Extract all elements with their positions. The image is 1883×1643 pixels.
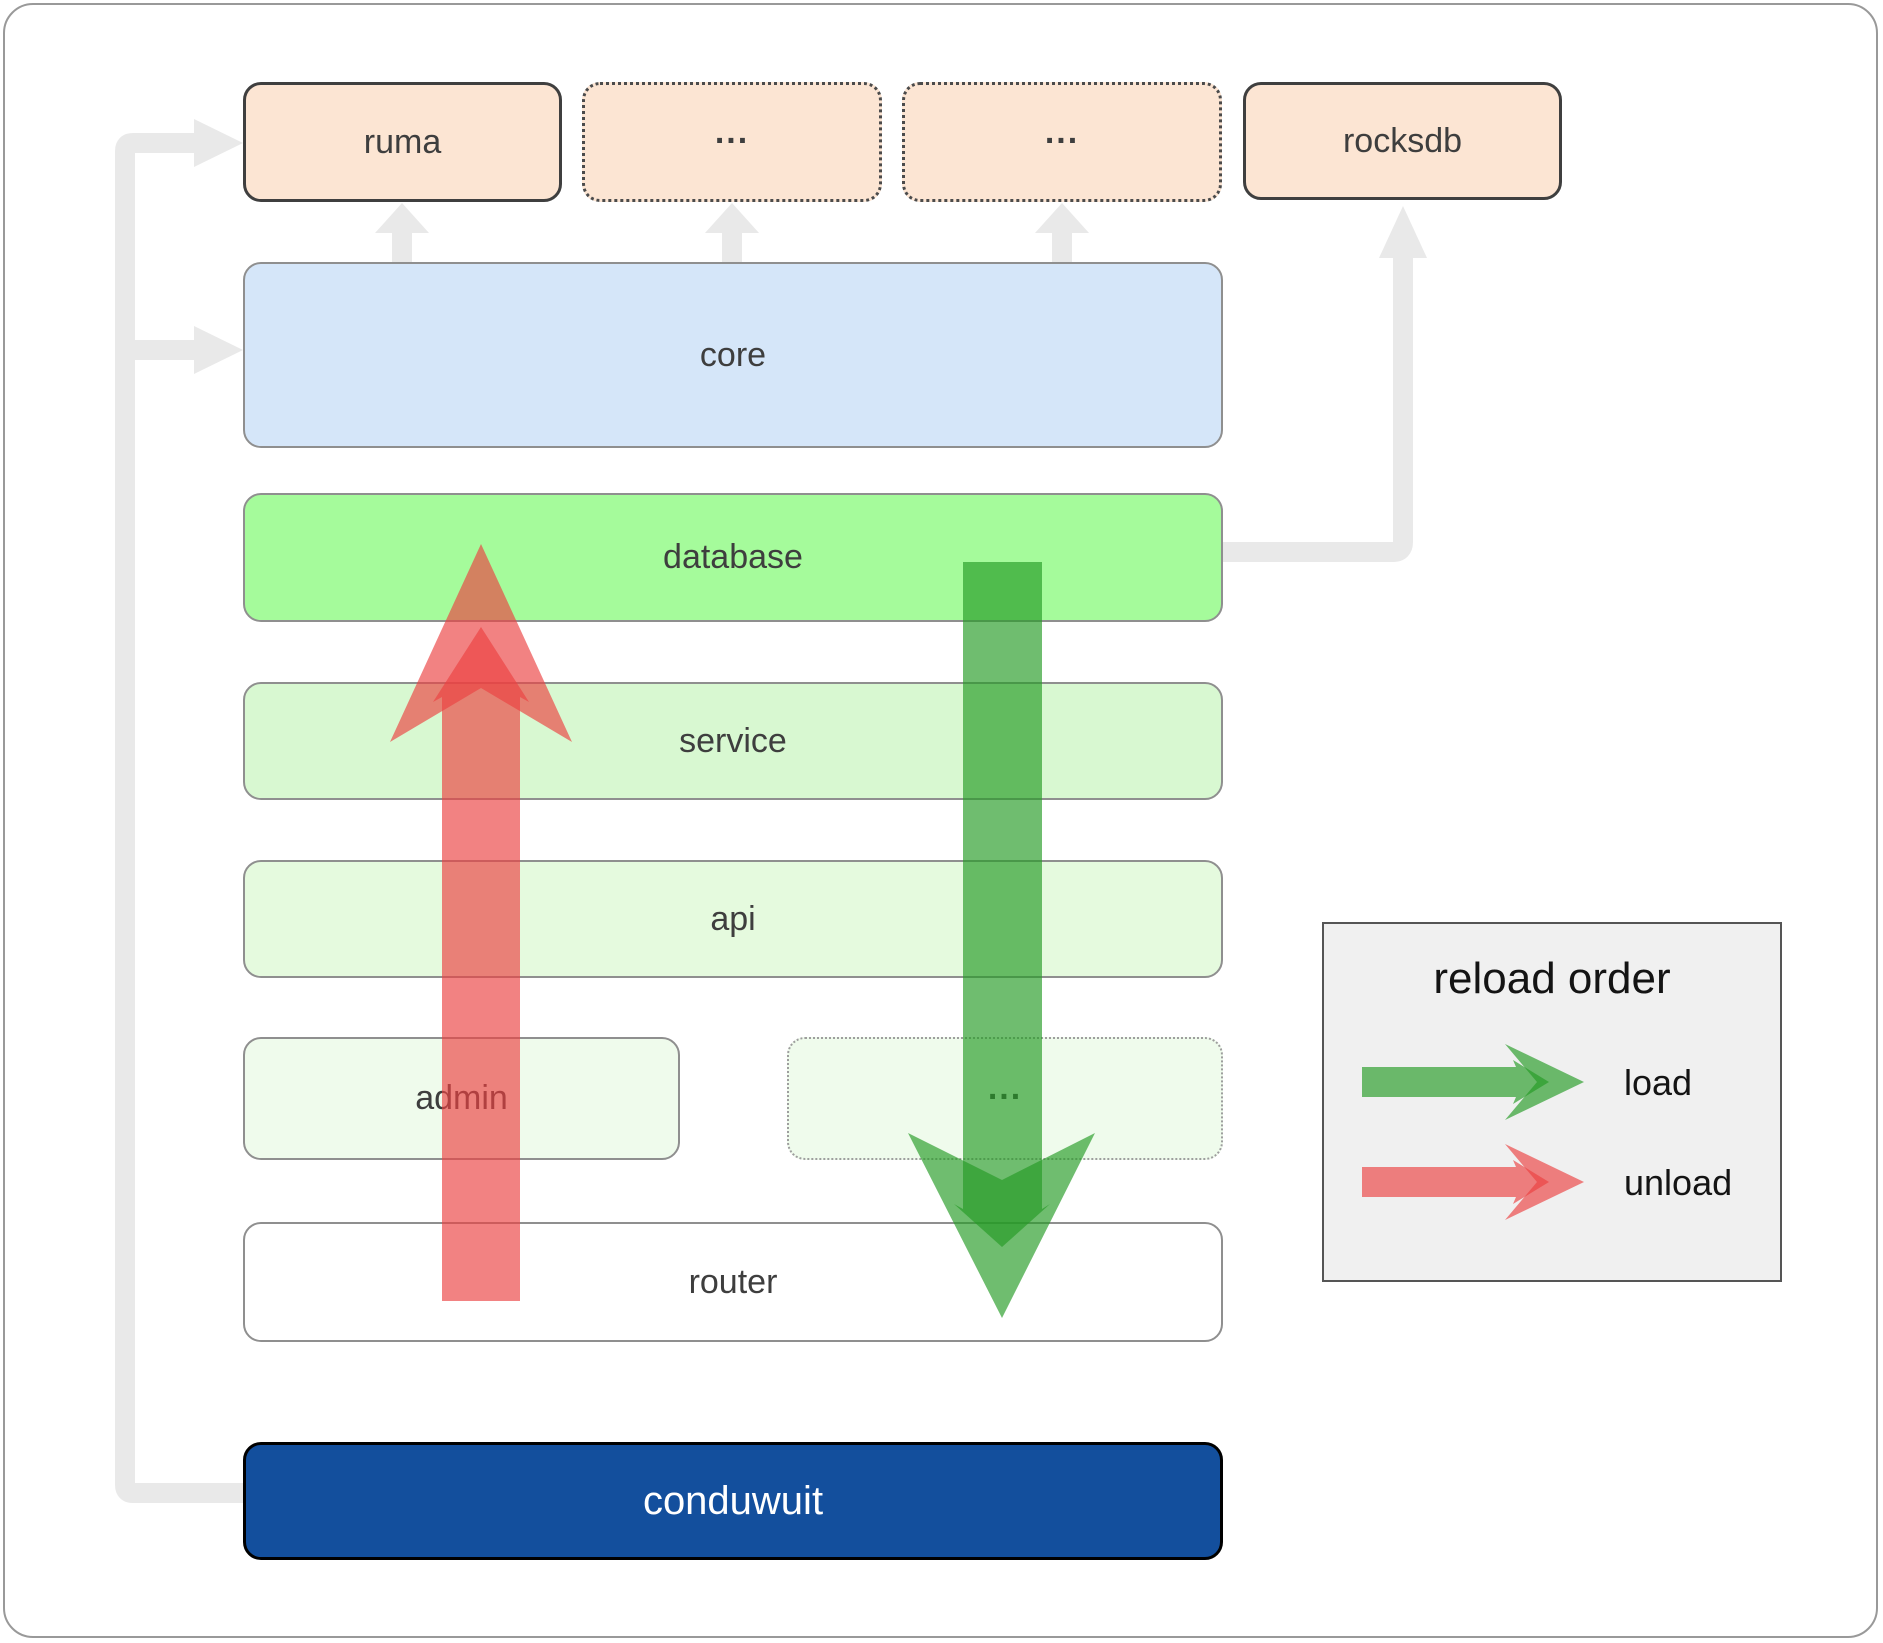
box-api: api xyxy=(243,860,1223,978)
legend-load-label: load xyxy=(1624,1062,1693,1103)
box-core-label: core xyxy=(699,335,767,374)
box-admin: admin xyxy=(243,1037,680,1160)
box-service: service xyxy=(243,682,1223,800)
box-database-label: database xyxy=(663,538,803,576)
box-ruma-label: ruma xyxy=(363,122,442,161)
legend-unload-label: unload xyxy=(1624,1162,1733,1203)
box-admin-label: admin xyxy=(415,1079,508,1117)
box-service-label: service xyxy=(679,721,787,760)
box-router-label: router xyxy=(688,1262,778,1301)
box-ellipsis-top-1: ... xyxy=(582,82,882,202)
box-router: router xyxy=(243,1222,1223,1342)
box-ruma: ruma xyxy=(243,82,562,202)
box-ellipsis-top-2-label: ... xyxy=(1044,112,1080,151)
legend-title: reload order xyxy=(1433,954,1671,1003)
box-ellipsis-top-2: ... xyxy=(902,82,1222,202)
legend: reload order load unload xyxy=(1322,922,1782,1282)
box-ellipsis-bottom: ... xyxy=(787,1037,1223,1160)
box-conduwuit: conduwuit xyxy=(243,1442,1223,1560)
box-core: core xyxy=(243,262,1223,448)
box-api-label: api xyxy=(710,899,756,938)
outer-frame xyxy=(3,3,1878,1638)
box-rocksdb-label: rocksdb xyxy=(1342,121,1463,160)
box-conduwuit-label: conduwuit xyxy=(642,1478,824,1523)
box-ellipsis-bottom-label: ... xyxy=(987,1068,1023,1107)
box-database: database xyxy=(243,493,1223,622)
box-ellipsis-top-1-label: ... xyxy=(714,112,750,151)
box-rocksdb: rocksdb xyxy=(1243,82,1562,200)
